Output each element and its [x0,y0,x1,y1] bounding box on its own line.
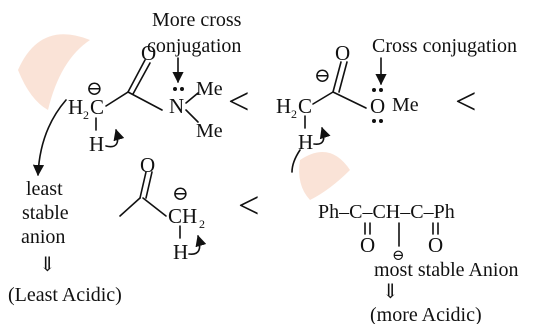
diketone-o-left: O [360,233,375,257]
cross-conjugation-label: Cross conjugation [372,35,517,57]
most-stable-anion-label: most stable Anion [374,259,518,281]
amide-bond-n-me-top [185,92,199,104]
ester-o-lone-pair-2 [379,88,383,92]
ester-tail-curve [291,149,301,173]
ester-o-lone-pair-1 [372,88,376,92]
amide-bond-n-me-bottom [185,109,199,123]
less-than-3: < [238,185,259,227]
ester-deprotonation-arrow [313,126,331,145]
amide-n: N [169,94,184,118]
amide-co-bond-2 [132,62,151,95]
implies-arrow-left: ⇓ [39,254,56,276]
least-stable-label-line2: stable [22,202,69,224]
ketone-deprotonation-arrow [188,234,207,255]
ketone-carbonyl-o: O [140,153,155,177]
amide-n-lone-pair-2 [180,87,184,91]
ester-ch2-subscript: 2 [291,107,297,121]
more-cross-conjugation-line1: More cross [152,9,242,31]
ketone-ch2: CH [168,204,197,228]
ester-h: H [298,130,313,154]
amide-me-bottom: Me [196,120,223,142]
implies-arrow-right: ⇓ [382,281,399,303]
ester-ch2-c: C [298,94,312,118]
ester-o-lone-pair-3 [372,119,376,123]
amide-bond-c-n [127,91,163,111]
least-acidic-label: (Least Acidic) [8,284,122,306]
watermark [18,34,350,200]
ester-o-lone-pair-4 [379,119,383,123]
ester-co-bond-2 [338,61,348,93]
diketone-o-right: O [428,233,443,257]
ketone-h: H [173,240,188,264]
amide-ch2-c: C [90,95,104,119]
ester-ch2-h: H [276,94,291,118]
ketone-co-bond-1 [139,171,147,199]
amide-bond-ch2-carbonyl [105,91,129,107]
ester-me: Me [392,94,419,116]
ester-bond-c-o [332,91,367,109]
ester-bond-ch2-carbonyl [312,91,334,105]
amide-to-label-arrow [32,99,67,177]
amide-h: H [89,132,104,156]
amide-carbonyl-o: O [141,41,156,65]
diketone-carbanion-charge: ⊖ [392,248,405,264]
less-than-2: < [455,81,476,123]
ester-carbonyl-o: O [335,41,350,65]
least-stable-label-line3: anion [21,226,65,248]
amide-deprotonation-arrow [105,128,125,148]
less-than-1: < [228,81,249,123]
diketone-formula: Ph–C–CH–C–Ph [318,201,455,223]
amide-co-bond-1 [127,59,146,93]
more-cross-conjugation-line2: conjugation [147,35,241,57]
amide-carbanion-charge: ⊖ [86,78,103,100]
ketone-carbanion-charge: ⊖ [172,183,189,205]
amide-me-top: Me [196,78,223,100]
ester-carbanion-charge: ⊖ [314,65,331,87]
amide-ch2-subscript: 2 [83,108,89,122]
ester-alkoxy-o: O [370,94,385,118]
ketone-bond-carbonyl-ch2 [142,197,167,217]
amide-ch2-h: H [68,95,83,119]
ester-co-bond-1 [332,61,342,93]
least-stable-label-line1: least [26,178,63,200]
ketone-bond-methyl-carbonyl [119,197,141,217]
ketone-co-bond-2 [145,171,153,199]
more-acidic-label: (more Acidic) [370,304,482,324]
amide-n-lone-pair-1 [173,87,177,91]
ketone-ch2-subscript: 2 [199,217,205,231]
